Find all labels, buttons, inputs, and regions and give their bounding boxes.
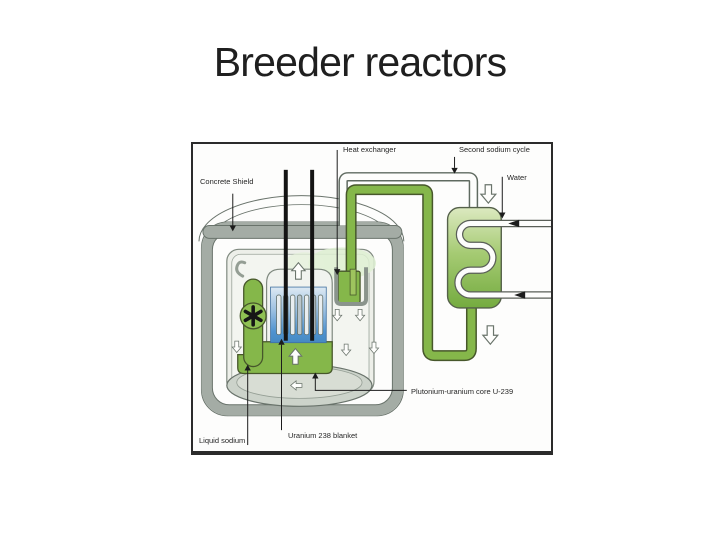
label-plutonium-core: Plutonium-uranium core U-239 bbox=[411, 387, 514, 396]
breeder-reactor-diagram bbox=[198, 149, 551, 446]
flow-arrows bbox=[231, 184, 499, 391]
flow-curl-icon bbox=[235, 260, 247, 278]
pump-impeller-icon bbox=[243, 305, 263, 327]
leader-water bbox=[499, 176, 506, 219]
primary-pump bbox=[239, 278, 267, 368]
label-second-sodium-cycle: Second sodium cycle bbox=[459, 145, 530, 154]
leader-plutonium-core bbox=[312, 372, 407, 391]
leader-liquid-sodium bbox=[244, 364, 251, 446]
label-liquid-sodium: Liquid sodium bbox=[199, 436, 246, 445]
second-sodium-cycle-pipe bbox=[338, 172, 479, 226]
steam-outlet-arrow-icon bbox=[514, 291, 526, 299]
label-concrete-shield: Concrete Shield bbox=[200, 177, 254, 186]
water-steam-coil bbox=[454, 219, 551, 299]
leader-second-sodium-cycle bbox=[451, 156, 458, 174]
reactor-core bbox=[270, 286, 327, 344]
sodium-loop-pipe bbox=[345, 184, 477, 362]
leader-uranium-blanket bbox=[278, 338, 285, 431]
fuel-rods bbox=[276, 294, 324, 336]
slide-title: Breeder reactors bbox=[213, 39, 507, 85]
leader-concrete-shield bbox=[229, 193, 236, 232]
label-heat-exchanger: Heat exchanger bbox=[343, 145, 396, 154]
concrete-shield-wall bbox=[200, 221, 404, 417]
leader-heat-exchanger bbox=[334, 149, 341, 276]
control-rods bbox=[283, 169, 315, 341]
label-water: Water bbox=[507, 173, 527, 182]
water-inlet-arrow-icon bbox=[508, 219, 520, 228]
label-uranium-blanket: Uranium 238 blanket bbox=[288, 431, 358, 440]
flow-down-arrow-icon bbox=[482, 325, 499, 345]
diagram-frame: Concrete Shield Heat exchanger Second so… bbox=[191, 142, 553, 455]
heat-exchanger-unit bbox=[334, 267, 369, 306]
steam-generator bbox=[446, 206, 551, 309]
leader-lines bbox=[229, 149, 506, 446]
flow-down-arrow-icon bbox=[480, 184, 497, 204]
